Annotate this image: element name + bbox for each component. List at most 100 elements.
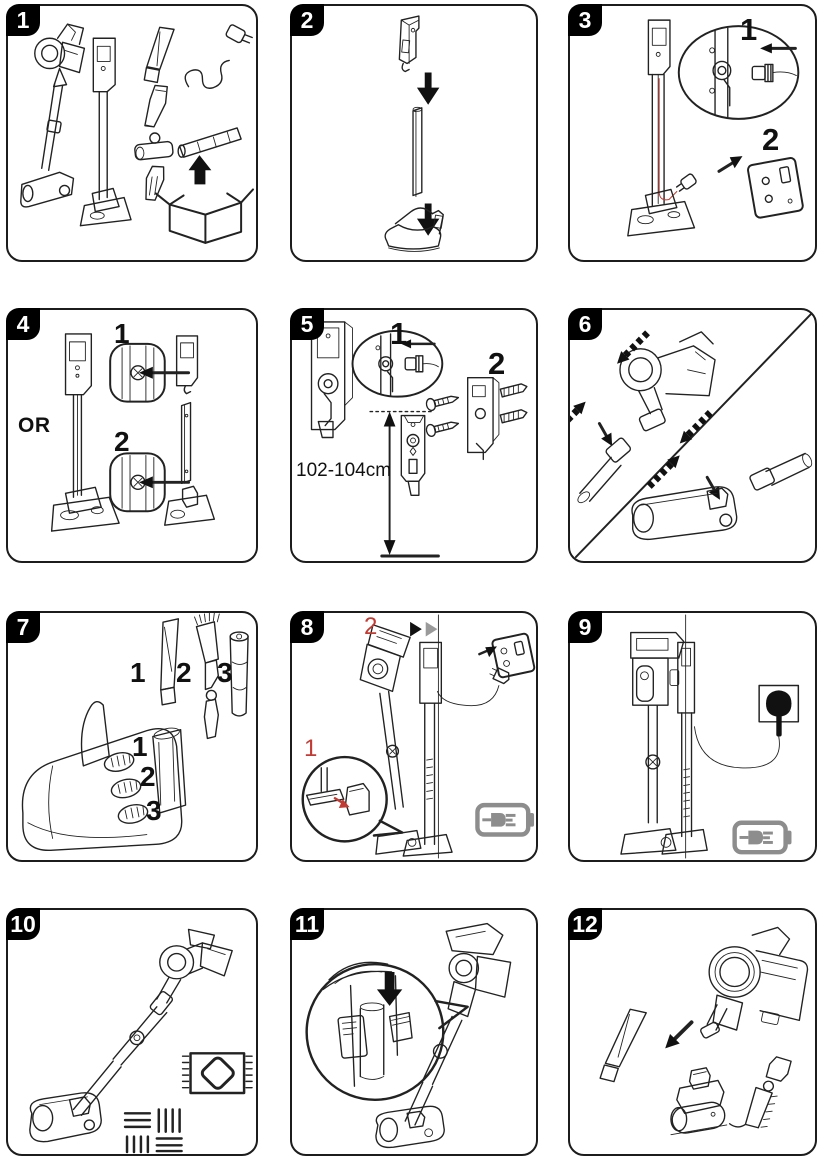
- floor-head: [631, 486, 738, 541]
- vacuum-standing: [375, 922, 512, 1149]
- step-3-substep-1-label: 1: [740, 12, 758, 47]
- handheld-and-tube: [570, 330, 716, 504]
- tube-part: [577, 437, 632, 504]
- bracket-front-view: [400, 414, 426, 496]
- step-number-badge: 5: [290, 308, 324, 340]
- insert-arrow-icon: [401, 339, 436, 349]
- screw-detail-inset: [109, 452, 191, 513]
- step-5-substep-2-label: 2: [488, 346, 506, 381]
- tube-part: [749, 452, 813, 491]
- round-brush-icon: [229, 631, 249, 717]
- step-number-badge: 1: [6, 4, 40, 36]
- insert-arrow-icon: [760, 43, 797, 54]
- wall-socket-icon: [491, 632, 536, 679]
- step-number-badge: 7: [6, 611, 40, 643]
- step-panel-3: 3 1 2: [568, 4, 817, 262]
- power-cable: [694, 726, 780, 769]
- charger-cable-icon: [184, 24, 253, 89]
- vacuum-illustration: [20, 23, 86, 208]
- screw-icon: [425, 421, 460, 438]
- wall-anchor-icon: [499, 409, 528, 424]
- dc-plug-small-icon: [675, 173, 697, 192]
- step-number-badge: 2: [290, 4, 324, 36]
- down-arrow-icon: [416, 203, 440, 236]
- step-panel-6: 6: [568, 308, 817, 563]
- plug-connection-inset: [677, 25, 800, 120]
- floor-stand-illustration: [627, 19, 696, 237]
- down-arrow-icon: [376, 971, 403, 1006]
- wall-bracket: [661, 641, 708, 855]
- step-8-illustration: [301, 614, 536, 859]
- tool-2-label: 2: [176, 657, 192, 688]
- caddy-slot: [103, 752, 135, 772]
- step-number-badge: 11: [290, 908, 324, 940]
- step-panel-7: 7 1 2 3 1 2 3: [6, 611, 258, 862]
- vacuum-in-use: [29, 928, 233, 1143]
- dc-plug-icon: [751, 63, 797, 83]
- step-5-substep-1-label: 1: [390, 316, 408, 351]
- mini-brush-head-icon: [134, 132, 174, 161]
- step-panel-10: 10: [6, 908, 258, 1156]
- step-panel-11: 11: [290, 908, 538, 1156]
- plug-connection-inset: [351, 329, 444, 398]
- hatched-arrow-icon: [679, 410, 713, 444]
- mounting-height-label: 102-104cm: [296, 460, 392, 481]
- step-6-illustration: [570, 312, 813, 559]
- plug-and-cable: [436, 667, 510, 707]
- step-number-badge: 12: [568, 908, 602, 940]
- disassembled-parts-illustration: [164, 335, 216, 526]
- double-arrow-icon: [383, 411, 396, 556]
- step-8-substep-1-label: 1: [304, 735, 318, 762]
- step-number-badge: 3: [568, 4, 602, 36]
- step-panel-2: 2: [290, 4, 538, 262]
- hatched-arrow-icon: [570, 401, 586, 436]
- step-4-substep-2-label: 2: [114, 426, 130, 457]
- floorhead-and-tube: [631, 410, 813, 541]
- assembled-stand-illustration: [50, 333, 120, 532]
- rug-icon: [181, 1052, 253, 1095]
- dusting-brush-icon: [145, 165, 165, 201]
- step-11-illustration: [305, 922, 512, 1149]
- brush-tool-small-icon: [144, 84, 168, 128]
- screw-detail-inset: [109, 342, 191, 403]
- unboxing-icon: [154, 155, 255, 244]
- tall-holder: [152, 727, 187, 814]
- tool-3-label: 3: [217, 657, 233, 688]
- screw-icon: [425, 395, 460, 412]
- crevice-tool-icon: [143, 26, 175, 84]
- wall-socket-icon: [747, 157, 804, 219]
- battery-charging-icon: [732, 820, 792, 855]
- wall-anchor-icon: [499, 383, 528, 398]
- arrow-icon: [478, 646, 497, 658]
- hard-floor-icon: [123, 1108, 183, 1154]
- handheld-unit: [700, 926, 809, 1039]
- crevice-tool-icon: [160, 618, 180, 706]
- step-7-illustration: [21, 613, 249, 851]
- step-number-badge: 6: [568, 308, 602, 340]
- step-number-badge: 8: [290, 611, 324, 643]
- step-panel-9: 9: [568, 611, 817, 862]
- mini-motorized-brush-icon: [670, 1067, 728, 1136]
- caddy-slot: [110, 778, 142, 799]
- dock-detail-inset: [301, 755, 404, 843]
- step-3-substep-2-label: 2: [762, 122, 780, 157]
- tool-1-label: 1: [130, 657, 146, 688]
- down-arrow-icon: [416, 72, 440, 105]
- wall-bracket-large: [310, 321, 353, 439]
- stand-illustration: [79, 37, 132, 227]
- step-panel-4: 4 OR 1 2: [6, 308, 258, 563]
- play-triangles-icon: [410, 621, 438, 637]
- vacuum-docked: [620, 631, 685, 855]
- power-plug-icon: [758, 684, 800, 737]
- step-3-illustration: [627, 19, 804, 237]
- arrow-icon: [597, 422, 613, 446]
- step-panel-5: 5 1 2 102-104cm: [290, 308, 538, 563]
- caddy-slot: [117, 803, 149, 824]
- dusting-brush-icon: [728, 1056, 792, 1129]
- divider-line: [574, 312, 813, 559]
- step-2-illustration: [384, 15, 444, 252]
- charging-stand: [402, 641, 453, 857]
- step-8-substep-2-label: 2: [364, 613, 378, 640]
- battery-charging-icon: [475, 802, 535, 837]
